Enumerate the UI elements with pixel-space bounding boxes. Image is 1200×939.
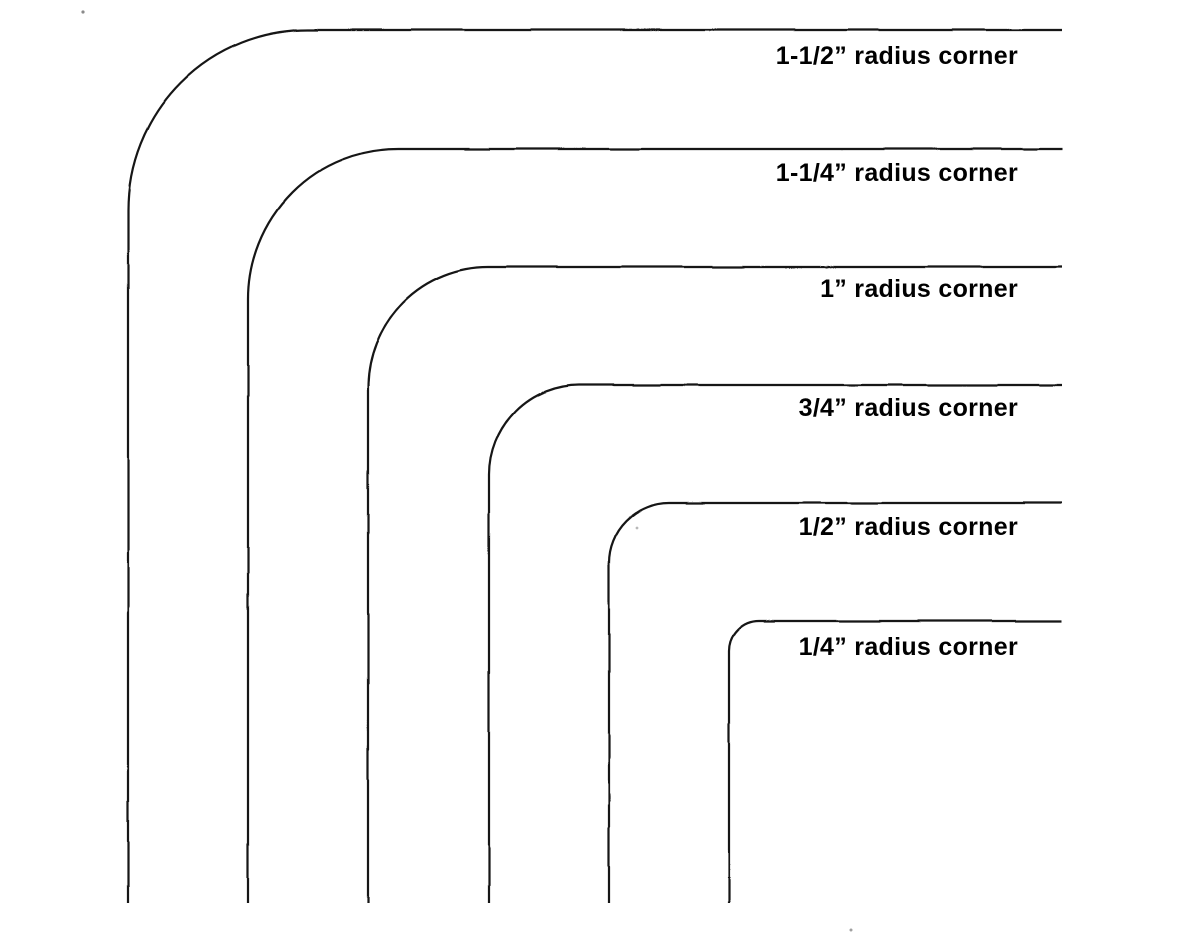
artifact-dot bbox=[849, 928, 853, 932]
radius-label-3-4: 3/4” radius corner bbox=[798, 394, 1018, 422]
artifact-dot bbox=[81, 10, 85, 14]
corner-curves bbox=[126, 28, 1062, 903]
scan-artifact-dots bbox=[81, 10, 853, 932]
corner-curve-1/4 bbox=[727, 619, 1062, 903]
radius-label-1: 1” radius corner bbox=[820, 275, 1018, 303]
corner-curve-3/4 bbox=[487, 383, 1062, 903]
corner-curve-1-1/4 bbox=[246, 147, 1062, 903]
corner-curve-1/2 bbox=[607, 501, 1062, 903]
artifact-dot bbox=[635, 526, 639, 530]
radius-label-1-4: 1/4” radius corner bbox=[798, 633, 1018, 661]
radius-label-1-1-4: 1-1/4” radius corner bbox=[775, 159, 1018, 187]
radius-label-1-1-2: 1-1/2” radius corner bbox=[775, 42, 1018, 70]
corner-curve-1-1/2 bbox=[126, 28, 1062, 903]
radius-label-1-2: 1/2” radius corner bbox=[798, 513, 1018, 541]
corner-curve-1 bbox=[366, 265, 1062, 903]
